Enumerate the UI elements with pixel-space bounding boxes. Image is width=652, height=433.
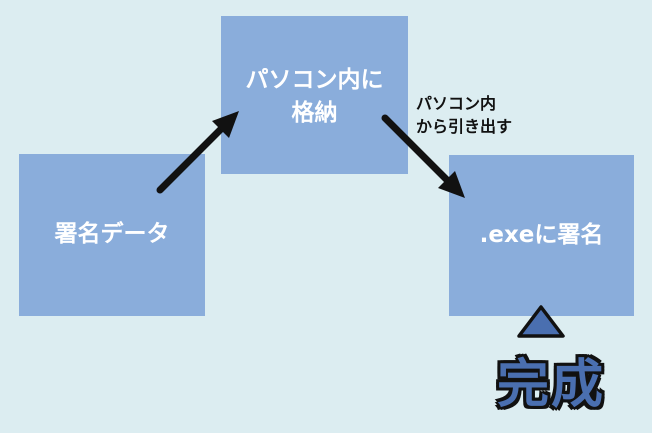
signature-data-box: 署名データ	[19, 154, 205, 316]
store-in-pc-line2: 格納	[291, 100, 338, 127]
retrieve-label-line2: から引き出す	[416, 117, 513, 137]
store-in-pc-text: パソコン内に 格納	[246, 64, 384, 131]
complete-label: 完成	[496, 355, 605, 415]
signature-data-label: 署名データ	[54, 221, 170, 248]
arrow-to-sign	[381, 114, 465, 198]
up-triangle-icon	[517, 305, 565, 338]
store-in-pc-box: パソコン内に 格納	[221, 16, 408, 174]
arrow-to-store	[156, 111, 239, 194]
sign-exe-box: .exeに署名	[449, 155, 634, 316]
sign-exe-label: .exeに署名	[479, 221, 604, 248]
retrieve-from-pc-label: パソコン内 から引き出す	[416, 92, 556, 138]
retrieve-label-line1: パソコン内	[416, 94, 497, 113]
store-in-pc-line1: パソコン内に	[245, 67, 384, 93]
